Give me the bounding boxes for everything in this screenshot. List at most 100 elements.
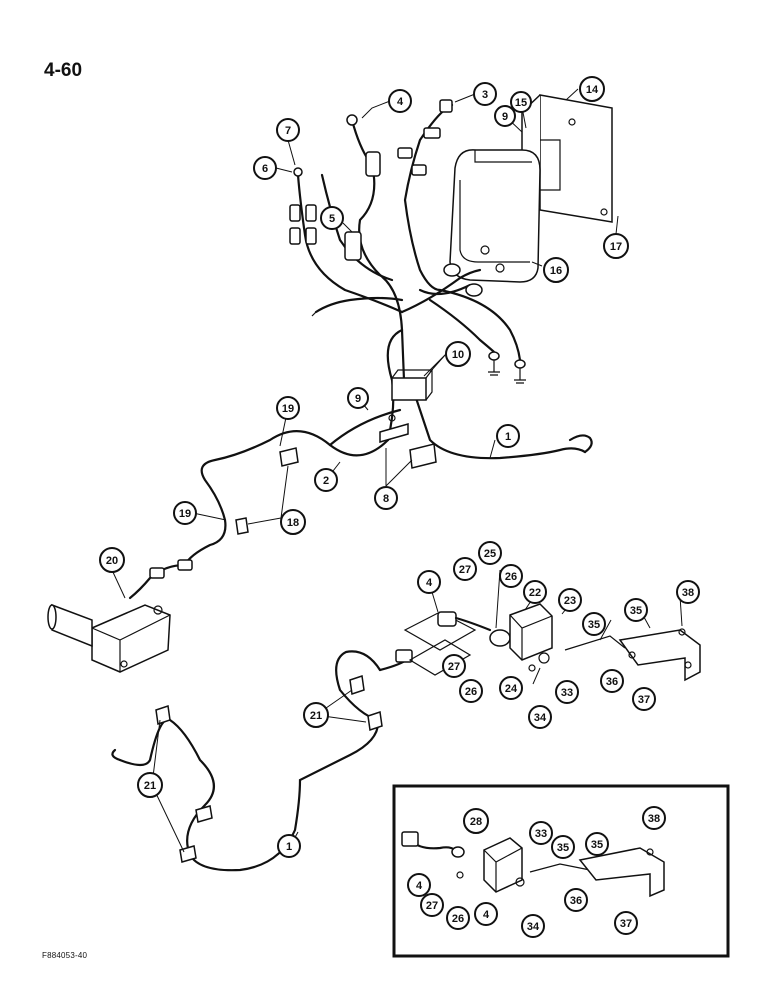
svg-text:35: 35 — [591, 839, 603, 851]
callout-1: 1 — [277, 834, 301, 858]
svg-text:18: 18 — [287, 517, 299, 529]
svg-text:36: 36 — [606, 676, 618, 688]
svg-text:34: 34 — [527, 921, 540, 933]
switch-assembly — [403, 603, 701, 682]
svg-text:8: 8 — [383, 493, 389, 505]
svg-text:7: 7 — [285, 125, 291, 137]
svg-text:34: 34 — [534, 712, 547, 724]
svg-text:17: 17 — [610, 241, 622, 253]
figure-code: F884053-40 — [42, 951, 88, 960]
callout-1: 1 — [496, 424, 520, 448]
callout-18: 18 — [280, 509, 306, 535]
svg-text:21: 21 — [310, 710, 322, 722]
svg-text:28: 28 — [470, 816, 482, 828]
callout-36: 36 — [564, 888, 588, 912]
svg-text:1: 1 — [505, 431, 511, 443]
junction-block — [391, 369, 434, 401]
callout-37: 37 — [632, 687, 656, 711]
callout-22: 22 — [523, 580, 547, 604]
callout-19: 19 — [173, 501, 197, 525]
callout-4: 4 — [388, 89, 412, 113]
callout-26: 26 — [459, 679, 483, 703]
svg-text:38: 38 — [682, 587, 694, 599]
svg-text:9: 9 — [355, 393, 361, 405]
svg-text:24: 24 — [505, 683, 518, 695]
svg-text:1: 1 — [286, 841, 292, 853]
callout-34: 34 — [521, 914, 545, 938]
callout-28: 28 — [463, 808, 489, 834]
callout-27: 27 — [453, 557, 477, 581]
callout-9: 9 — [347, 387, 369, 409]
ground-terminals — [488, 351, 526, 384]
svg-text:25: 25 — [484, 548, 496, 560]
svg-text:4: 4 — [397, 96, 404, 108]
svg-text:15: 15 — [515, 97, 527, 109]
svg-text:3: 3 — [482, 89, 488, 101]
callout-16: 16 — [543, 257, 569, 283]
callout-10: 10 — [445, 341, 471, 367]
callout-7: 7 — [276, 118, 300, 142]
callout-26: 26 — [499, 564, 523, 588]
callout-34: 34 — [528, 705, 552, 729]
svg-text:26: 26 — [452, 913, 464, 925]
svg-text:21: 21 — [144, 780, 156, 792]
callout-27: 27 — [420, 893, 444, 917]
callout-25: 25 — [478, 541, 502, 565]
lower-harness — [111, 649, 413, 872]
callout-17: 17 — [603, 233, 629, 259]
callout-6: 6 — [253, 156, 277, 180]
svg-text:38: 38 — [648, 813, 660, 825]
svg-text:2: 2 — [323, 475, 329, 487]
callout-9: 9 — [494, 105, 516, 127]
svg-text:37: 37 — [620, 918, 632, 930]
svg-text:6: 6 — [262, 163, 268, 175]
svg-text:10: 10 — [452, 349, 464, 361]
callout-38: 38 — [642, 806, 666, 830]
inset-detail — [392, 784, 730, 958]
callout-2: 2 — [314, 468, 338, 492]
svg-text:20: 20 — [106, 555, 118, 567]
svg-text:37: 37 — [638, 694, 650, 706]
svg-text:35: 35 — [630, 605, 642, 617]
callout-35: 35 — [582, 612, 606, 636]
svg-text:26: 26 — [505, 571, 517, 583]
svg-text:4: 4 — [483, 909, 490, 921]
harness-connectors — [289, 99, 483, 317]
callout-3: 3 — [473, 82, 497, 106]
callout-35: 35 — [624, 598, 648, 622]
svg-text:16: 16 — [550, 265, 562, 277]
svg-text:5: 5 — [329, 213, 335, 225]
callout-20: 20 — [99, 547, 125, 573]
svg-text:19: 19 — [282, 403, 294, 415]
callout-24: 24 — [499, 676, 523, 700]
callout-5: 5 — [320, 206, 344, 230]
svg-text:9: 9 — [502, 111, 508, 123]
controller-box — [449, 149, 541, 283]
callout-26: 26 — [446, 906, 470, 930]
callout-21: 21 — [303, 702, 329, 728]
svg-text:33: 33 — [561, 687, 573, 699]
callout-37: 37 — [614, 911, 638, 935]
callout-27: 27 — [442, 654, 466, 678]
callout-19: 19 — [276, 396, 300, 420]
svg-text:33: 33 — [535, 828, 547, 840]
svg-text:27: 27 — [426, 900, 438, 912]
svg-text:19: 19 — [179, 508, 191, 520]
svg-text:35: 35 — [588, 619, 600, 631]
page-number: 4-60 — [44, 60, 83, 81]
callout-4: 4 — [417, 570, 441, 594]
svg-text:26: 26 — [465, 686, 477, 698]
callout-14: 14 — [579, 76, 605, 102]
callout-4: 4 — [407, 873, 431, 897]
callout-38: 38 — [676, 580, 700, 604]
svg-text:4: 4 — [426, 577, 433, 589]
svg-text:36: 36 — [570, 895, 582, 907]
callout-35: 35 — [585, 832, 609, 856]
svg-text:23: 23 — [564, 595, 576, 607]
svg-text:22: 22 — [529, 587, 541, 599]
callout-33: 33 — [555, 680, 579, 704]
callout-4: 4 — [474, 902, 498, 926]
svg-text:27: 27 — [448, 661, 460, 673]
callout-23: 23 — [558, 588, 582, 612]
